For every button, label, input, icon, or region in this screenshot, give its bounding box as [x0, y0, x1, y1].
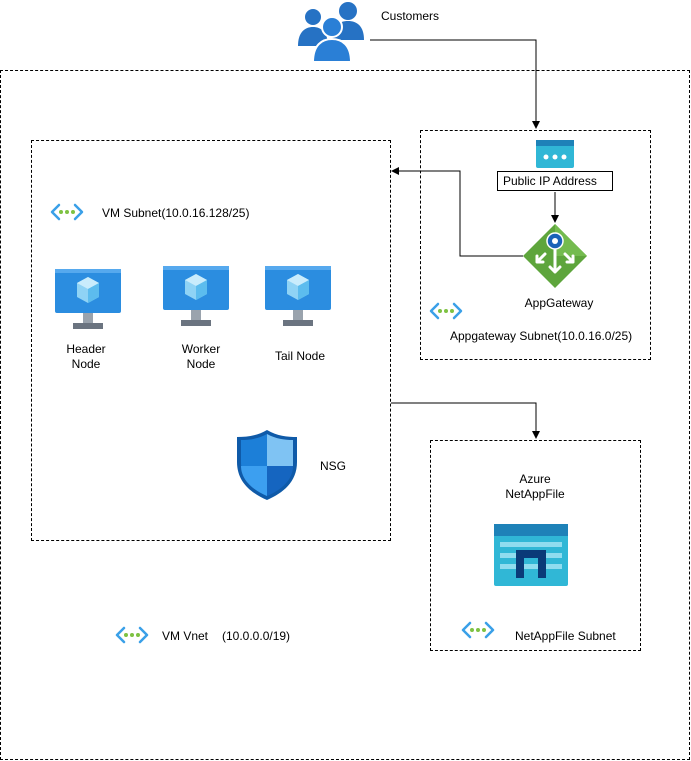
appgw-subnet-label: Appgateway Subnet(10.0.16.0/25) [450, 329, 633, 343]
header-node-label: Header Node [66, 342, 105, 372]
netapp-subnet-boundary [430, 440, 641, 651]
vm-icon-header [55, 269, 121, 329]
vm-icon-tail [265, 266, 331, 326]
netapp-title-line1: Azure [519, 472, 551, 486]
public-ip-icon [536, 140, 574, 168]
public-ip-label: Public IP Address [497, 171, 613, 191]
vm-subnet-to-netapp-arrow [391, 402, 540, 439]
customers-to-public-ip-arrow [370, 39, 540, 129]
app-gateway-icon [523, 224, 587, 288]
vnet-icon [115, 626, 149, 644]
tail-node-label: Tail Node [274, 349, 326, 363]
netapp-subnet-label: NetAppFile Subnet [515, 629, 616, 643]
worker-node-line2: Node [186, 357, 216, 371]
header-node-line2: Node [71, 357, 101, 371]
appgw-subnet-boundary [420, 130, 651, 360]
customers-icon [298, 2, 364, 62]
vm-subnet-boundary [31, 140, 391, 541]
subnet-icon [50, 203, 84, 221]
vnet-boundary [0, 70, 690, 760]
header-node-line1: Header [66, 342, 106, 356]
shield-icon [237, 430, 297, 500]
subnet-icon [429, 302, 463, 320]
customers-label: Customers [381, 9, 440, 23]
gateway-to-vm-subnet-arrow [391, 167, 523, 257]
app-gateway-label: AppGateway [524, 296, 594, 310]
worker-node-label: Worker Node [182, 342, 220, 372]
netapp-title-line2: NetAppFile [505, 487, 565, 501]
worker-node-line1: Worker [181, 342, 221, 356]
vnet-label: VM Vnet [162, 629, 209, 643]
netapp-files-icon [494, 524, 568, 586]
netapp-title: Azure NetAppFile [505, 472, 564, 502]
nsg-label: NSG [320, 459, 347, 473]
subnet-icon [461, 621, 495, 639]
vm-subnet-label: VM Subnet(10.0.16.128/25) [102, 206, 250, 220]
vm-icon-worker [163, 266, 229, 326]
vnet-cidr: (10.0.0.0/19) [222, 629, 291, 643]
